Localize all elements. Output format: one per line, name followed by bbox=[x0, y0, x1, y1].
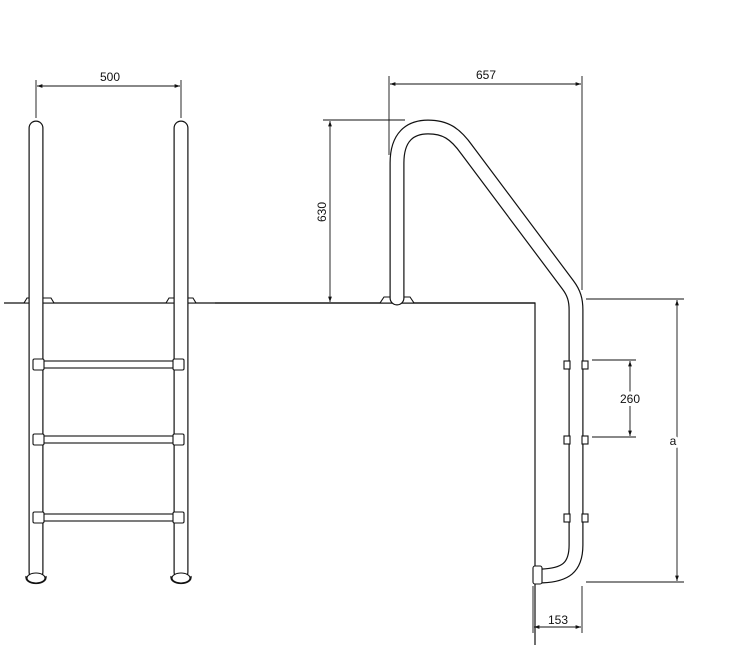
dim-ladder-width-label: 500 bbox=[100, 70, 120, 84]
front-left-rail bbox=[25, 120, 47, 585]
dim-bottom-offset-label: 153 bbox=[548, 613, 568, 627]
side-wall-bumper bbox=[532, 565, 543, 585]
dim-handrail-reach-label: 657 bbox=[476, 68, 496, 82]
dim-step-spacing-label: 260 bbox=[620, 392, 640, 406]
front-step-3 bbox=[32, 511, 185, 524]
front-view: 500 bbox=[4, 70, 215, 585]
dim-step-spacing: 260 bbox=[592, 359, 643, 438]
front-right-rail bbox=[170, 120, 192, 585]
side-step-brackets bbox=[563, 360, 589, 523]
front-step-2 bbox=[32, 433, 185, 446]
dim-depth-label: a bbox=[670, 434, 677, 448]
dim-depth: a bbox=[586, 298, 684, 583]
side-handrail bbox=[389, 119, 584, 584]
dim-handrail-height-label: 630 bbox=[315, 202, 329, 222]
dim-ladder-width: 500 bbox=[35, 70, 182, 118]
dim-bottom-offset: 153 bbox=[532, 586, 583, 633]
dim-handrail-reach: 657 bbox=[388, 68, 583, 290]
side-view: 657 630 260 a 153 bbox=[215, 68, 684, 645]
front-step-1 bbox=[32, 358, 185, 371]
side-deck-and-wall bbox=[215, 302, 536, 645]
dim-handrail-height: 630 bbox=[315, 119, 405, 302]
